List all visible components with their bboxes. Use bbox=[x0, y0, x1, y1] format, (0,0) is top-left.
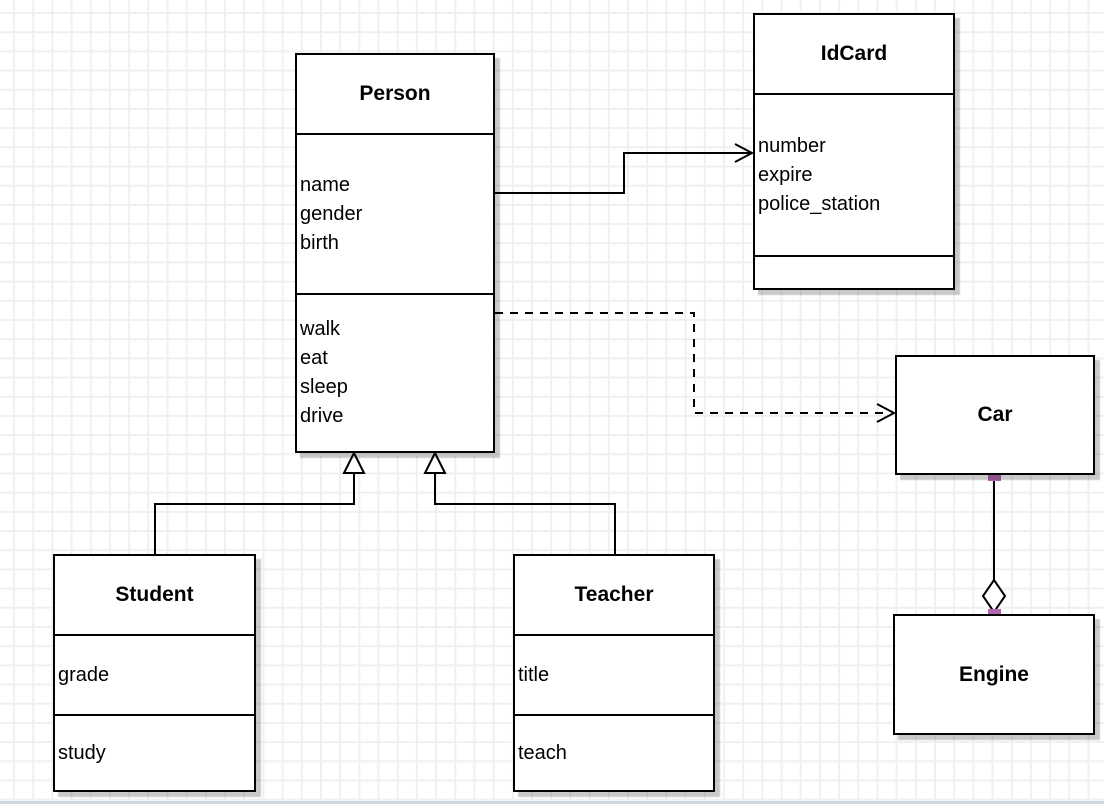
class-teacher-methods: teach bbox=[515, 714, 713, 790]
attribute: expire bbox=[758, 163, 813, 186]
attribute: grade bbox=[58, 663, 110, 686]
class-engine-title: Engine bbox=[958, 662, 1029, 686]
attribute: birth bbox=[300, 231, 339, 254]
class-student-attributes: grade bbox=[55, 634, 254, 714]
hollow-diamond-engine bbox=[981, 578, 1007, 614]
method: study bbox=[58, 741, 106, 764]
hollow-triangle-teacher bbox=[423, 450, 447, 474]
open-arrowhead-car bbox=[876, 403, 897, 423]
class-idcard-attributes: number expire police_station bbox=[755, 93, 953, 255]
attribute: number bbox=[758, 134, 826, 157]
class-idcard[interactable]: IdCard number expire police_station bbox=[753, 13, 955, 290]
class-idcard-methods bbox=[755, 255, 953, 288]
method: eat bbox=[300, 347, 328, 369]
class-student[interactable]: Student grade study bbox=[53, 554, 256, 792]
class-car[interactable]: Car bbox=[895, 355, 1095, 475]
class-person-methods: walk eat sleep drive bbox=[297, 293, 493, 451]
class-idcard-title: IdCard bbox=[820, 42, 888, 65]
attribute: title bbox=[518, 663, 550, 686]
class-car-title: Car bbox=[977, 403, 1013, 426]
attribute: police_station bbox=[758, 192, 881, 215]
connector-teacher-person[interactable] bbox=[434, 473, 616, 554]
method: sleep bbox=[300, 376, 348, 398]
class-engine[interactable]: Engine bbox=[893, 614, 1095, 735]
class-person[interactable]: Person name gender birth walk eat sleep … bbox=[295, 53, 495, 453]
connector-person-car[interactable] bbox=[495, 312, 886, 414]
class-student-title: Student bbox=[115, 583, 194, 606]
class-person-title: Person bbox=[359, 82, 431, 105]
method: teach bbox=[518, 741, 567, 764]
class-teacher-attributes: title bbox=[515, 634, 713, 714]
attribute: gender bbox=[300, 202, 363, 225]
connector-student-person[interactable] bbox=[154, 473, 355, 554]
class-teacher-title: Teacher bbox=[574, 583, 654, 606]
attribute: name bbox=[300, 173, 351, 196]
connector-person-idcard[interactable] bbox=[495, 152, 750, 194]
method: drive bbox=[300, 405, 344, 427]
open-arrowhead-idcard bbox=[734, 143, 755, 163]
class-teacher[interactable]: Teacher title teach bbox=[513, 554, 715, 792]
class-person-attributes: name gender birth bbox=[297, 133, 493, 293]
class-student-methods: study bbox=[55, 714, 254, 790]
window-bottom-edge bbox=[0, 801, 1104, 804]
method: walk bbox=[300, 318, 341, 340]
hollow-triangle-student bbox=[342, 450, 366, 474]
